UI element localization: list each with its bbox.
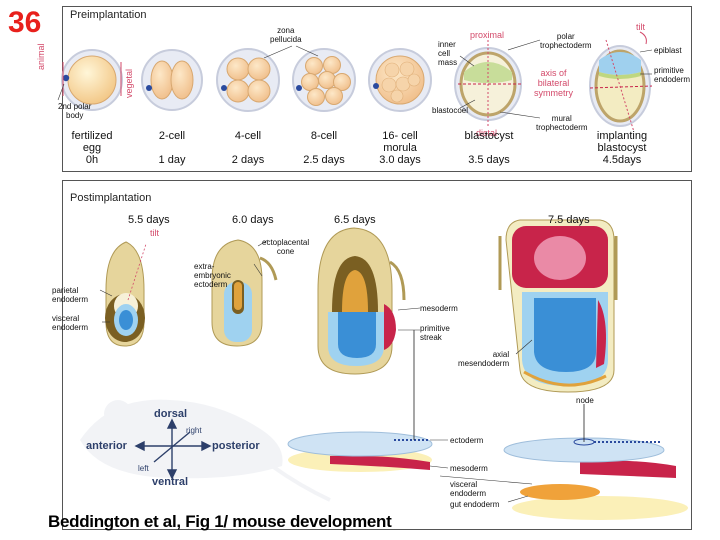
stage-name: 16- cell morula <box>382 130 418 154</box>
preimplantation-drawing <box>57 31 653 133</box>
day-label-7-5: 7.5 days <box>548 214 590 226</box>
polar-trophectoderm-label: polar trophectoderm <box>540 32 592 50</box>
two-cell-drawing <box>141 49 203 111</box>
animal-label: animal <box>36 43 46 70</box>
distal-label: distal <box>476 128 498 138</box>
stage-name: 8-cell <box>310 130 338 142</box>
visceral-endoderm-label-disc: visceral endoderm <box>450 480 487 498</box>
morula-drawing <box>368 48 432 112</box>
embryo-6-0-drawing <box>211 239 278 347</box>
primitive-endoderm-label: primitive endoderm <box>654 66 691 84</box>
proximal-label: proximal <box>470 30 505 40</box>
ectoderm-label: ectoderm <box>450 436 484 445</box>
embryo-6-5-drawing <box>317 227 406 375</box>
body-axis-cross <box>134 418 212 480</box>
mural-trophectoderm-label: mural trophectoderm <box>536 114 588 132</box>
stage-time: 2 days <box>231 154 265 166</box>
stage-time: 4.5days <box>602 154 642 166</box>
axis-ventral: ventral <box>152 476 189 488</box>
stage-name: implanting blastocyst <box>596 130 648 154</box>
stage-4-cell: 4-cell 2 days <box>218 130 278 166</box>
stage-morula: 16- cell morula 3.0 days <box>370 130 430 166</box>
fertilized-egg-drawing <box>57 49 123 111</box>
axis-symmetry-label: axis of bilateral symmetry <box>534 68 573 98</box>
ectoplacental-cone-label: ectoplacental cone <box>262 238 310 256</box>
stage-name: 4-cell <box>234 130 262 142</box>
axis-left: left <box>138 464 149 473</box>
tilt-label-post: tilt <box>150 228 159 238</box>
stage-name: blastocyst <box>464 130 514 142</box>
gut-endoderm-label: gut endoderm <box>450 500 500 509</box>
stage-time: 1 day <box>158 154 186 166</box>
postimplantation-drawing <box>80 219 688 520</box>
stage-time: 3.0 days <box>379 154 421 166</box>
inner-cell-mass-label: inner cell mass <box>438 40 458 67</box>
axis-posterior: posterior <box>212 440 260 452</box>
germ-layer-discs-right <box>503 437 688 520</box>
stage-8-cell: 8-cell 2.5 days <box>294 130 354 166</box>
day-label-6-0: 6.0 days <box>232 214 274 226</box>
axial-mesendoderm-label: axial mesendoderm <box>458 350 510 368</box>
embryo-7-5-drawing <box>498 219 618 393</box>
figure-caption: Beddington et al, Fig 1/ mouse developme… <box>48 512 392 531</box>
embryo-5-5-drawing <box>105 241 147 347</box>
mesoderm-label-embryo: mesoderm <box>420 304 458 313</box>
day-label-6-5: 6.5 days <box>334 214 376 226</box>
slide-number: 36 <box>8 6 42 39</box>
preimplantation-title: Preimplantation <box>70 9 147 21</box>
blastocoel-label: blastocoel <box>432 106 469 115</box>
stage-blastocyst: blastocyst 3.5 days <box>456 130 522 166</box>
stage-time: 2.5 days <box>303 154 345 166</box>
epiblast-label: epiblast <box>654 46 682 55</box>
axis-dorsal: dorsal <box>154 408 188 420</box>
stage-fertilized-egg: fertilized egg 0h <box>62 130 122 166</box>
stage-time: 3.5 days <box>468 154 510 166</box>
node-label: node <box>576 396 594 405</box>
mesoderm-label-disc: mesoderm <box>450 464 488 473</box>
postimplantation-title: Postimplantation <box>70 192 152 204</box>
primitive-streak-label: primitive streak <box>420 324 450 342</box>
tilt-label-pre: tilt <box>636 22 645 32</box>
polar-body-label: 2nd polar body <box>58 102 92 120</box>
visceral-endoderm-label: visceral endoderm <box>52 314 89 332</box>
axis-right: right <box>186 426 202 435</box>
stage-time: 0h <box>85 154 99 166</box>
zona-pellucida-label: zona pellucida <box>270 26 302 44</box>
implanting-blastocyst-drawing <box>589 31 653 133</box>
extraembryonic-ectoderm-label: extra- embryonic ectoderm <box>194 262 231 289</box>
eight-cell-drawing <box>292 48 356 112</box>
four-cell-drawing <box>216 48 280 112</box>
stage-2-cell: 2-cell 1 day <box>142 130 202 166</box>
parietal-endoderm-label: parietal endoderm <box>52 286 89 304</box>
stage-implanting-blastocyst: implanting blastocyst 4.5days <box>586 130 658 166</box>
germ-layer-discs-left <box>287 431 433 472</box>
day-label-5-5: 5.5 days <box>128 214 170 226</box>
stage-name: 2-cell <box>158 130 186 142</box>
vegetal-label: vegetal <box>124 68 134 98</box>
axis-anterior: anterior <box>86 440 127 452</box>
stage-name: fertilized egg <box>71 130 113 154</box>
